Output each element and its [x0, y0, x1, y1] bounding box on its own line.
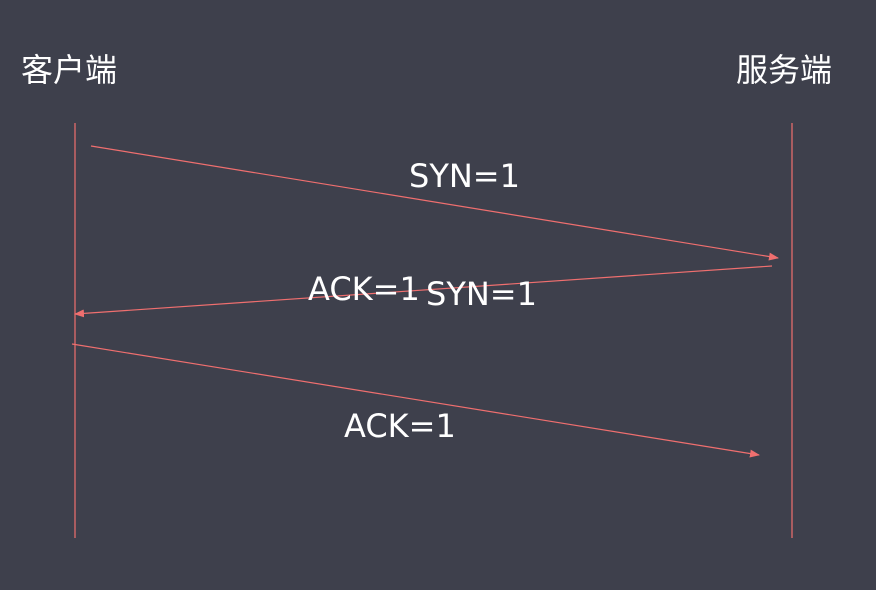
message-label-3: ACK=1 [344, 407, 456, 445]
message-arrow-3 [71, 343, 760, 458]
message-label-2-ack: ACK=1 [308, 270, 420, 308]
message-arrow-2 [74, 265, 773, 318]
message-label-2-syn: SYN=1 [426, 275, 537, 313]
message-label-1: SYN=1 [409, 157, 520, 195]
client-label: 客户端 [21, 51, 117, 89]
message-arrow-1 [90, 145, 779, 261]
server-label: 服务端 [736, 51, 832, 89]
